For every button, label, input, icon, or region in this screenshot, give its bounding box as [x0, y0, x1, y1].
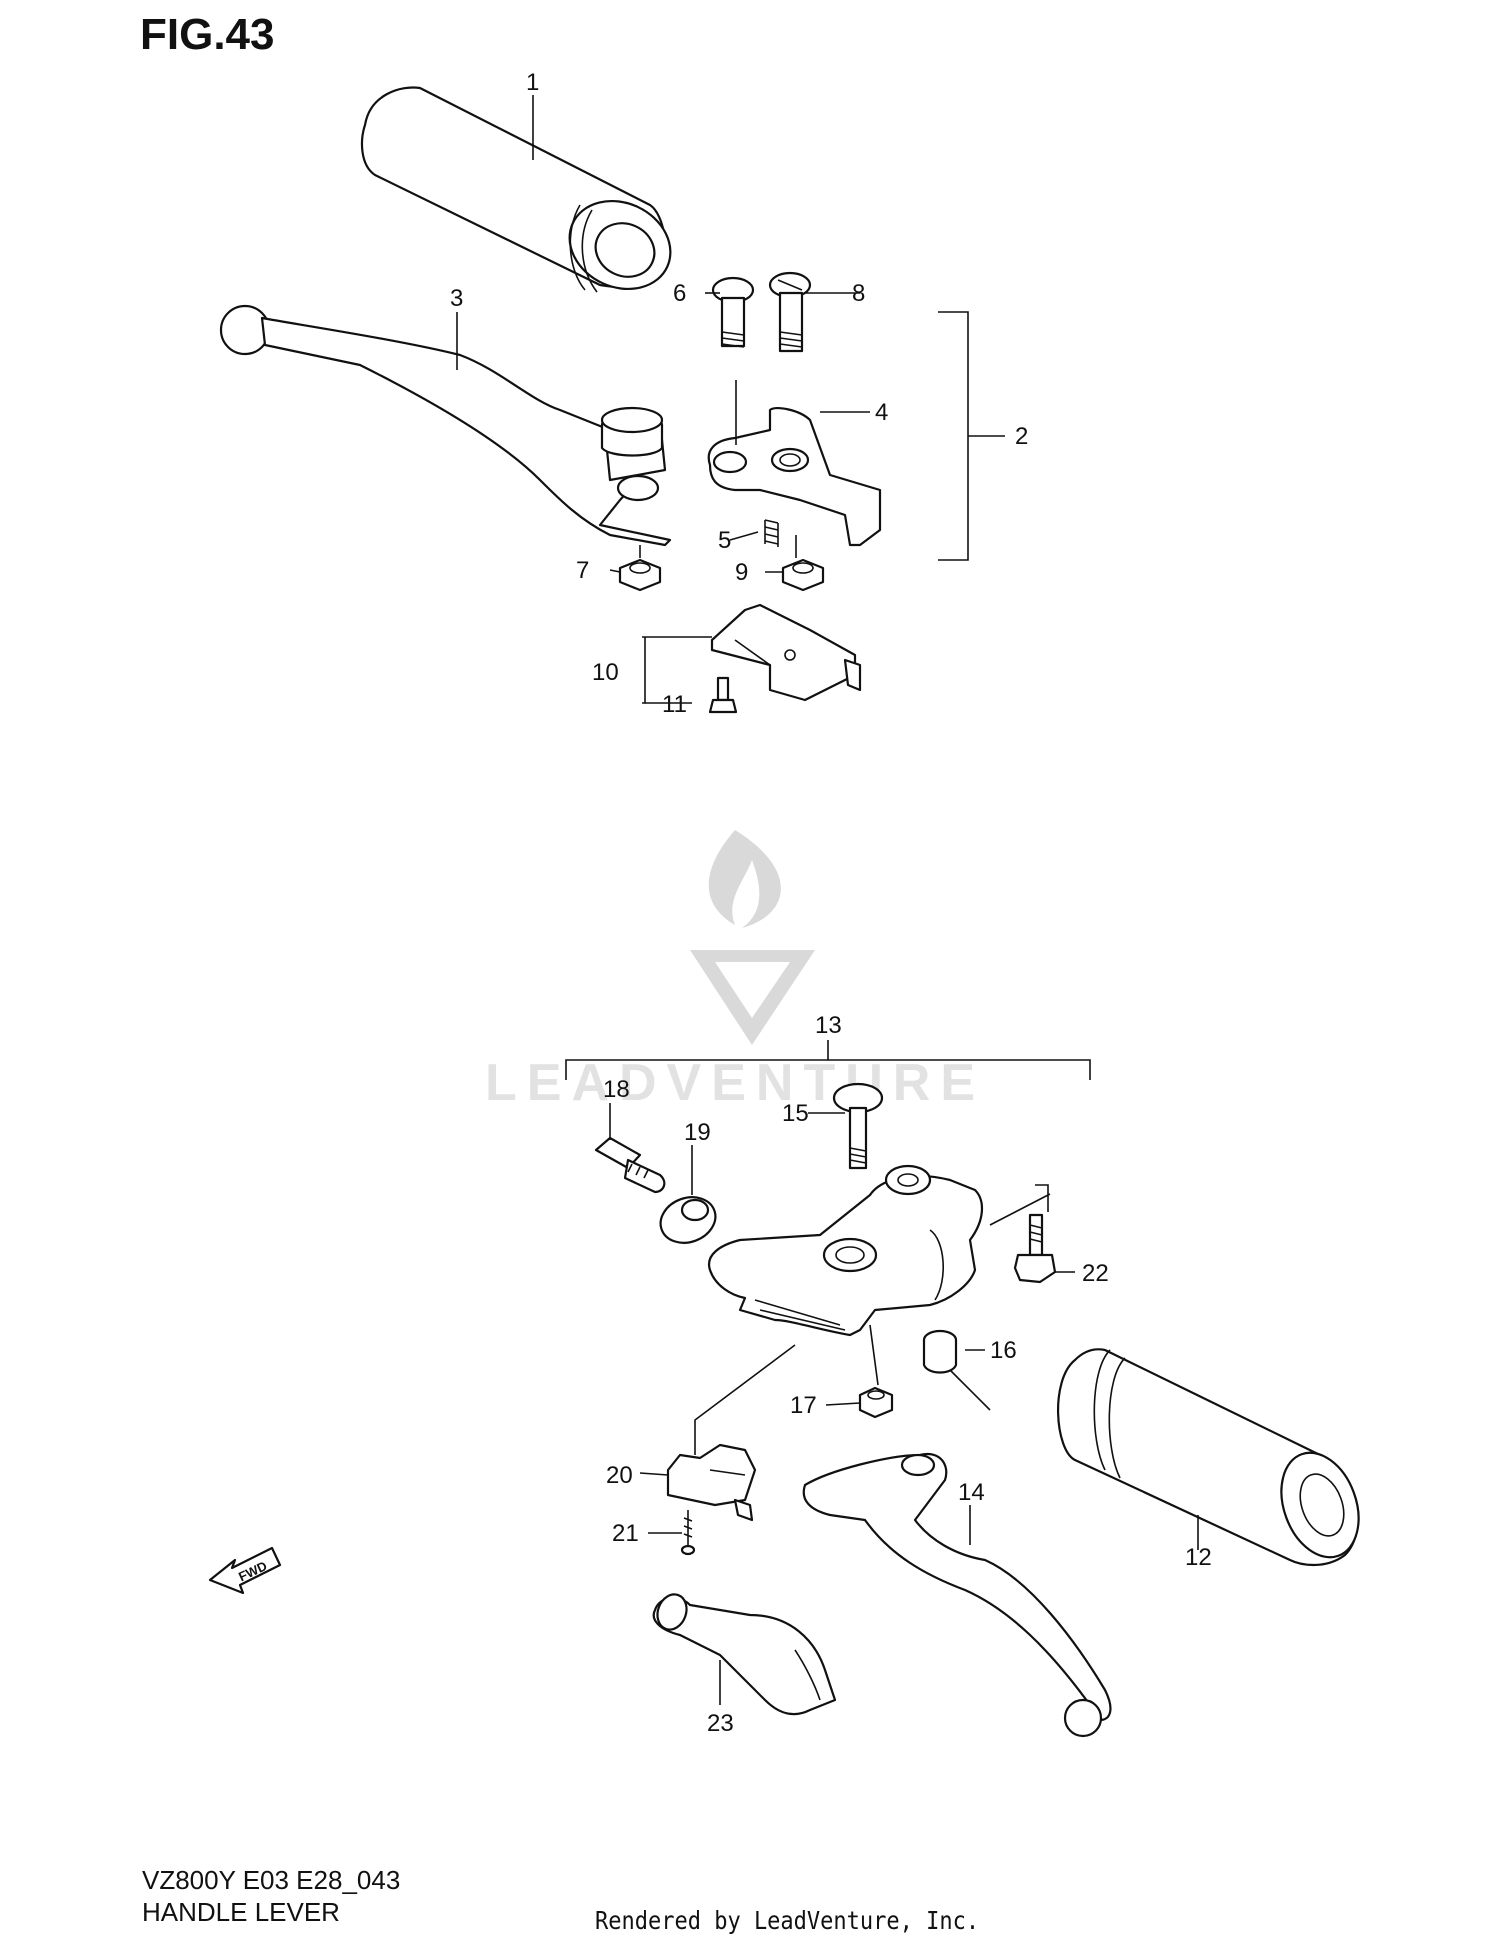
- watermark-text: LEADVENTURE: [485, 1054, 985, 1112]
- callout-1: 1: [526, 69, 539, 96]
- brake-lever: [219, 304, 672, 547]
- adjuster-locknut: [659, 1196, 717, 1244]
- grip-upper: [360, 86, 672, 293]
- watermark-logo: LEADVENTURE: [485, 830, 985, 1112]
- clutch-bracket: [707, 1164, 983, 1337]
- callout-2: 2: [1015, 423, 1028, 450]
- switch-screw-21: [680, 1510, 696, 1556]
- brake-switch: [710, 603, 862, 702]
- callout-6: 6: [673, 280, 686, 307]
- callout-18: 18: [603, 1076, 630, 1103]
- callout-21: 21: [612, 1520, 639, 1547]
- figure-name: HANDLE LEVER: [142, 1897, 340, 1927]
- clutch-lever: [802, 1452, 1112, 1738]
- callout-8: 8: [852, 280, 865, 307]
- clutch-switch: [666, 1443, 757, 1522]
- grip-lower: [1057, 1348, 1360, 1567]
- pivot-bolt-15: [832, 1082, 884, 1170]
- callout-9: 9: [735, 559, 748, 586]
- callout-7: 7: [576, 557, 589, 584]
- callout-20: 20: [606, 1462, 633, 1489]
- adjuster-bolt: [594, 1136, 666, 1194]
- nut-9: [781, 558, 825, 592]
- nut-17: [858, 1386, 894, 1419]
- rendered-by-credit: Rendered by LeadVenture, Inc.: [595, 1906, 980, 1935]
- lever-bracket: [707, 406, 882, 547]
- callout-5: 5: [718, 527, 731, 554]
- callout-11: 11: [662, 691, 687, 718]
- nut-7: [618, 558, 662, 592]
- fwd-arrow-icon: FWD: [208, 1546, 282, 1595]
- callout-10: 10: [592, 659, 619, 686]
- callout-19: 19: [684, 1119, 711, 1146]
- callout-3: 3: [450, 285, 463, 312]
- spring: [764, 519, 779, 547]
- callout-13: 13: [815, 1012, 842, 1039]
- callout-14: 14: [958, 1479, 985, 1506]
- fwd-label: FWD: [236, 1558, 269, 1584]
- callout-16: 16: [990, 1337, 1017, 1364]
- lever-cover: [652, 1593, 837, 1716]
- callout-15: 15: [782, 1100, 809, 1127]
- clamp-bolt: [1013, 1213, 1057, 1284]
- callout-22: 22: [1082, 1260, 1109, 1287]
- collar: [922, 1329, 958, 1374]
- callout-4: 4: [875, 399, 888, 426]
- pivot-bolt-8: [768, 271, 812, 353]
- callout-17: 17: [790, 1392, 817, 1419]
- callout-23: 23: [707, 1710, 734, 1737]
- model-code: VZ800Y E03 E28_043: [142, 1865, 401, 1895]
- pivot-bolt-6: [711, 276, 755, 348]
- callout-12: 12: [1185, 1544, 1212, 1571]
- switch-screw: [708, 676, 738, 714]
- figure-title: FIG.43: [140, 10, 275, 59]
